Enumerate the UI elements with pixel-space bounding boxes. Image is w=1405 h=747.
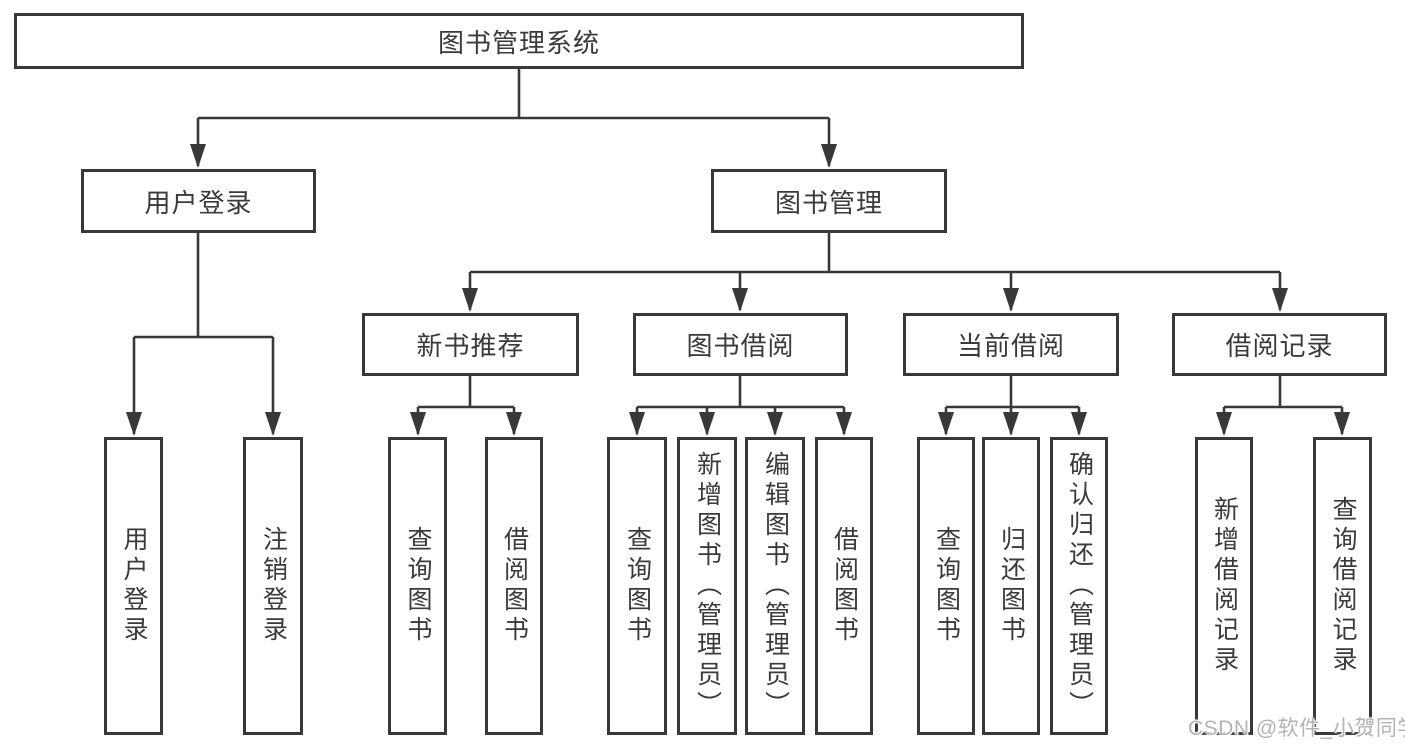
leaf-logout: 注销登录 <box>243 437 303 735</box>
node-label: 归还图书 <box>997 526 1026 646</box>
csdn-watermark: CSDN @软件_小贺同学 <box>1188 717 1405 740</box>
leaf-user-login: 用户登录 <box>104 437 163 735</box>
leaf-query-books-recommend: 查询图书 <box>388 437 447 735</box>
node-borrowing-records: 借阅记录 <box>1172 313 1387 376</box>
node-label: 查询图书 <box>404 526 432 646</box>
node-label: 图书借阅 <box>686 331 795 361</box>
node-label: 编辑图书（管理员） <box>761 451 790 721</box>
node-label: 查询图书 <box>623 526 652 646</box>
node-label: 新增借阅记录 <box>1210 496 1239 676</box>
leaf-edit-books-admin: 编辑图书（管理员） <box>745 437 805 735</box>
node-label: 当前借阅 <box>956 331 1065 361</box>
node-root-system: 图书管理系统 <box>14 13 1024 69</box>
leaf-query-borrow-record: 查询借阅记录 <box>1313 437 1372 735</box>
leaf-query-books-borrow: 查询图书 <box>607 437 667 735</box>
node-label: 确认归还（管理员） <box>1065 451 1094 721</box>
leaf-add-borrow-record: 新增借阅记录 <box>1195 437 1253 735</box>
node-label: 注销登录 <box>259 526 288 646</box>
node-label: 用户登录 <box>144 187 253 218</box>
node-new-book-recommend: 新书推荐 <box>362 313 579 376</box>
node-label: 新增图书（管理员） <box>693 451 722 721</box>
arrowheads <box>126 144 1350 436</box>
node-label: 查询图书 <box>932 526 961 646</box>
leaf-add-books-admin: 新增图书（管理员） <box>677 437 737 735</box>
node-label: 图书管理系统 <box>437 27 600 58</box>
node-user-login-module: 用户登录 <box>81 169 316 233</box>
node-label: 借阅图书 <box>830 526 859 646</box>
node-label: 图书管理 <box>774 187 883 218</box>
leaf-borrow-books-recommend: 借阅图书 <box>485 437 543 735</box>
node-book-borrowing: 图书借阅 <box>633 313 848 376</box>
node-current-borrowing: 当前借阅 <box>903 313 1119 376</box>
leaf-borrow-books: 借阅图书 <box>815 437 873 735</box>
node-label: 新书推荐 <box>416 331 525 361</box>
node-label: 查询借阅记录 <box>1329 496 1357 676</box>
leaf-query-books-current: 查询图书 <box>917 437 975 735</box>
node-book-management-module: 图书管理 <box>711 169 947 233</box>
leaf-return-books: 归还图书 <box>982 437 1040 735</box>
node-label: 借阅记录 <box>1225 331 1334 361</box>
node-label: 用户登录 <box>120 526 148 646</box>
leaf-confirm-return-admin: 确认归还（管理员） <box>1050 437 1108 735</box>
node-label: 借阅图书 <box>500 526 529 646</box>
